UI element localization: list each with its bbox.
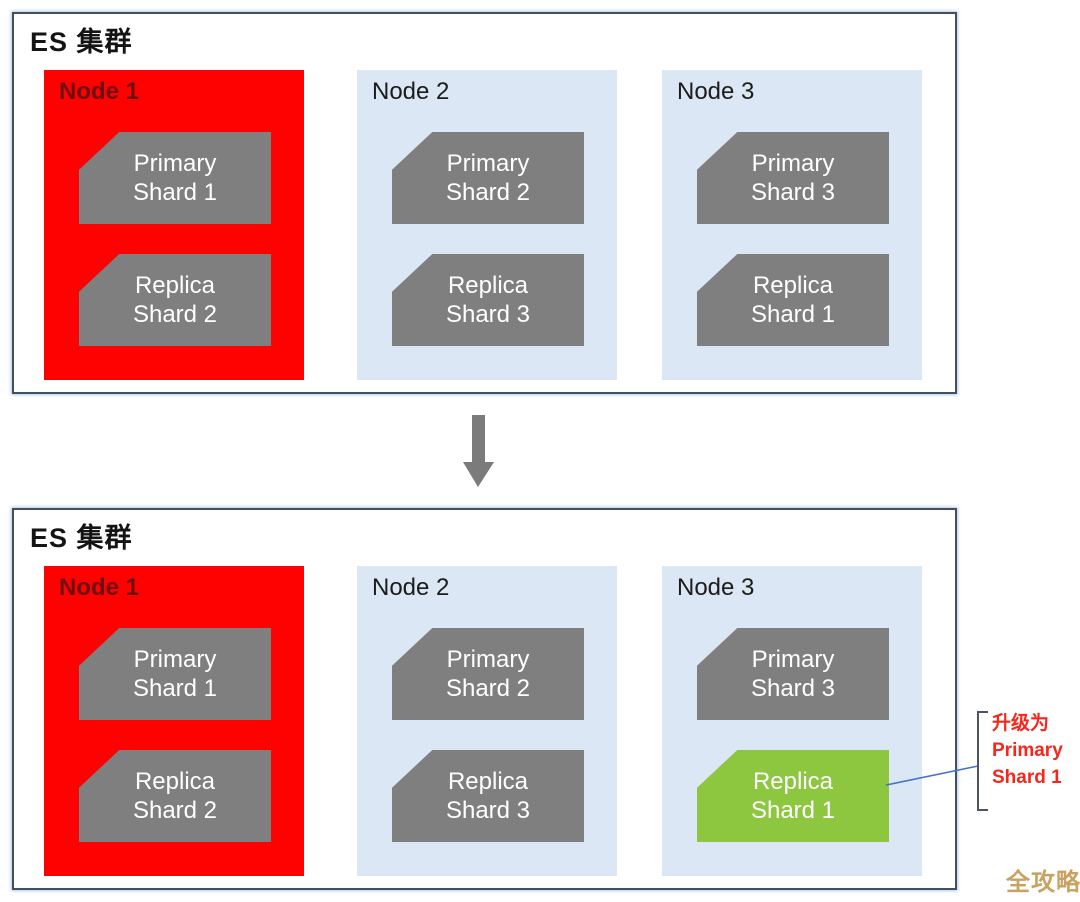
shard-label-line: Replica xyxy=(447,272,529,299)
panel2-node1-replica-shard-2: Replica Shard 2 xyxy=(79,750,271,842)
shard-label-line: Primary xyxy=(133,646,217,673)
node-label: Node 3 xyxy=(677,574,755,601)
shard-label-line: Shard 2 xyxy=(445,179,531,206)
shard-label-line: Primary xyxy=(446,646,530,673)
shard-label-line: Shard 1 xyxy=(132,675,218,702)
node-label: Node 2 xyxy=(372,574,450,601)
node-label: Node 2 xyxy=(372,78,450,105)
panel2-node1: Node 1 Primary Shard 1 Replica Shard 2 xyxy=(44,566,304,876)
shard-label-line: Shard 3 xyxy=(750,179,836,206)
shard-label-line: Shard 2 xyxy=(132,797,218,824)
shard-label-line: Replica xyxy=(752,768,834,795)
shard-label-line: Shard 1 xyxy=(132,179,218,206)
shard-label-line: Primary xyxy=(446,150,530,177)
shard-label-line: Shard 2 xyxy=(132,301,218,328)
node-label: Node 3 xyxy=(677,78,755,105)
cluster-title: ES 集群 xyxy=(30,27,133,57)
panel2-node2-replica-shard-3: Replica Shard 3 xyxy=(392,750,584,842)
panel2-node2: Node 2 Primary Shard 2 Replica Shard 3 xyxy=(357,566,617,876)
panel1-node1-primary-shard-1: Primary Shard 1 xyxy=(79,132,271,224)
panel1-node3: Node 3 Primary Shard 3 Replica Shard 1 xyxy=(662,70,922,380)
shard-label-line: Primary xyxy=(751,150,835,177)
panel1-node3-replica-shard-1: Replica Shard 1 xyxy=(697,254,889,346)
annotation-line: 升级为 xyxy=(992,713,1050,734)
shard-label-line: Replica xyxy=(447,768,529,795)
shard-label-line: Shard 1 xyxy=(750,797,836,824)
node-label: Node 1 xyxy=(59,78,140,105)
annotation-line: Primary xyxy=(992,740,1063,761)
annotation-line: Shard 1 xyxy=(992,767,1062,788)
panel2-node3: Node 3 Primary Shard 3 Replica Shard 1 xyxy=(662,566,922,876)
shard-label-line: Shard 3 xyxy=(445,301,531,328)
shard-label-line: Replica xyxy=(752,272,834,299)
down-arrow-icon xyxy=(463,415,494,487)
panel2-node3-primary-shard-3: Primary Shard 3 xyxy=(697,628,889,720)
panel1-node2-replica-shard-3: Replica Shard 3 xyxy=(392,254,584,346)
panel2-node1-primary-shard-1: Primary Shard 1 xyxy=(79,628,271,720)
shard-label-line: Shard 3 xyxy=(445,797,531,824)
shard-label-line: Shard 1 xyxy=(750,301,836,328)
panel2-node2-primary-shard-2: Primary Shard 2 xyxy=(392,628,584,720)
node-label: Node 1 xyxy=(59,574,140,601)
panel1-node1-replica-shard-2: Replica Shard 2 xyxy=(79,254,271,346)
watermark-text: 全攻略 xyxy=(1006,869,1080,896)
shard-label-line: Replica xyxy=(134,272,216,299)
promotion-annotation: 升级为 Primary Shard 1 xyxy=(992,710,1078,791)
panel1-node2: Node 2 Primary Shard 2 Replica Shard 3 xyxy=(357,70,617,380)
cluster-panel-before: ES 集群 Node 1 Primary Shard 1 Replica Sha… xyxy=(12,12,957,394)
panel1-node3-primary-shard-3: Primary Shard 3 xyxy=(697,132,889,224)
shard-label-line: Primary xyxy=(751,646,835,673)
shard-label-line: Shard 3 xyxy=(750,675,836,702)
cluster-panel-after: ES 集群 Node 1 Primary Shard 1 Replica Sha… xyxy=(12,508,957,890)
panel1-node1: Node 1 Primary Shard 1 Replica Shard 2 xyxy=(44,70,304,380)
shard-label-line: Replica xyxy=(134,768,216,795)
shard-label-line: Primary xyxy=(133,150,217,177)
panel2-node3-promoted-replica-shard-1: Replica Shard 1 xyxy=(697,750,889,842)
annotation-bracket xyxy=(977,711,988,811)
panel1-node2-primary-shard-2: Primary Shard 2 xyxy=(392,132,584,224)
shard-label-line: Shard 2 xyxy=(445,675,531,702)
cluster-title: ES 集群 xyxy=(30,523,133,553)
